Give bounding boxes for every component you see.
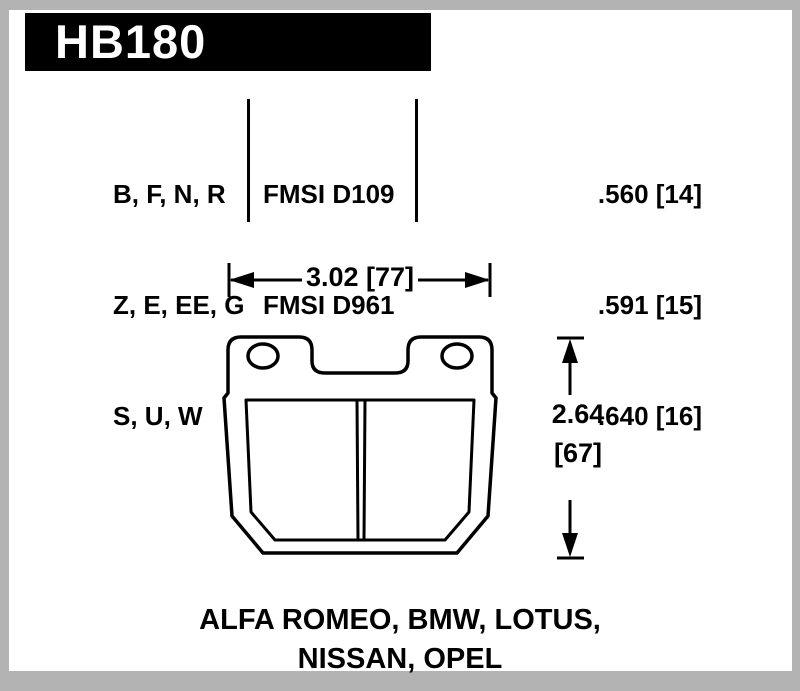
table-divider-right: [415, 99, 418, 222]
paper-background: [9, 10, 792, 671]
thickness-row: .640 [16]: [597, 401, 702, 431]
applications-line-1: ALFA ROMEO, BMW, LOTUS,: [199, 604, 601, 636]
arrowhead-down-icon: [562, 533, 578, 557]
brake-pad-drawing: [222, 263, 584, 560]
friction-material-outline: [244, 398, 476, 542]
center-slot: [355, 399, 367, 541]
mounting-hole-left: [246, 342, 280, 370]
thickness-column: .560 [14] .591 [15] .640 [16]: [500, 102, 702, 509]
arrowhead-right-icon: [465, 272, 490, 288]
width-dimension-label: 3.02 [77]: [305, 262, 415, 292]
height-dimension-inches: 2.64: [551, 399, 605, 429]
table-divider-left: [247, 99, 250, 222]
fmsi-row: FMSI D109: [263, 179, 395, 209]
arrowhead-up-icon: [562, 339, 578, 363]
compound-codes-column: B, F, N, R Z, E, EE, G S, U, W: [113, 102, 244, 509]
thickness-row: .591 [15]: [597, 290, 702, 320]
arrowhead-left-icon: [229, 272, 254, 288]
vehicle-applications: ALFA ROMEO, BMW, LOTUS, NISSAN, OPEL: [0, 601, 800, 679]
part-number-label: HB180: [55, 15, 207, 68]
part-number-bar: HB180: [25, 13, 431, 71]
compound-row: Z, E, EE, G: [113, 290, 245, 320]
compound-row: S, U, W: [113, 401, 203, 431]
compound-row: B, F, N, R: [113, 179, 226, 209]
height-dimension-arrows: [557, 336, 584, 560]
fmsi-row: FMSI D961: [263, 290, 395, 320]
pad-outline: [222, 335, 498, 555]
height-dimension-label: 2.64 [67]: [535, 395, 621, 473]
thickness-row: .560 [14]: [597, 179, 702, 209]
mounting-hole-right: [440, 342, 474, 370]
height-dimension-millimeters: [67]: [553, 438, 602, 468]
applications-line-2: NISSAN, OPEL: [297, 643, 503, 675]
fmsi-column: FMSI D109 FMSI D961: [263, 102, 395, 398]
width-dimension-arrows: [227, 263, 492, 297]
